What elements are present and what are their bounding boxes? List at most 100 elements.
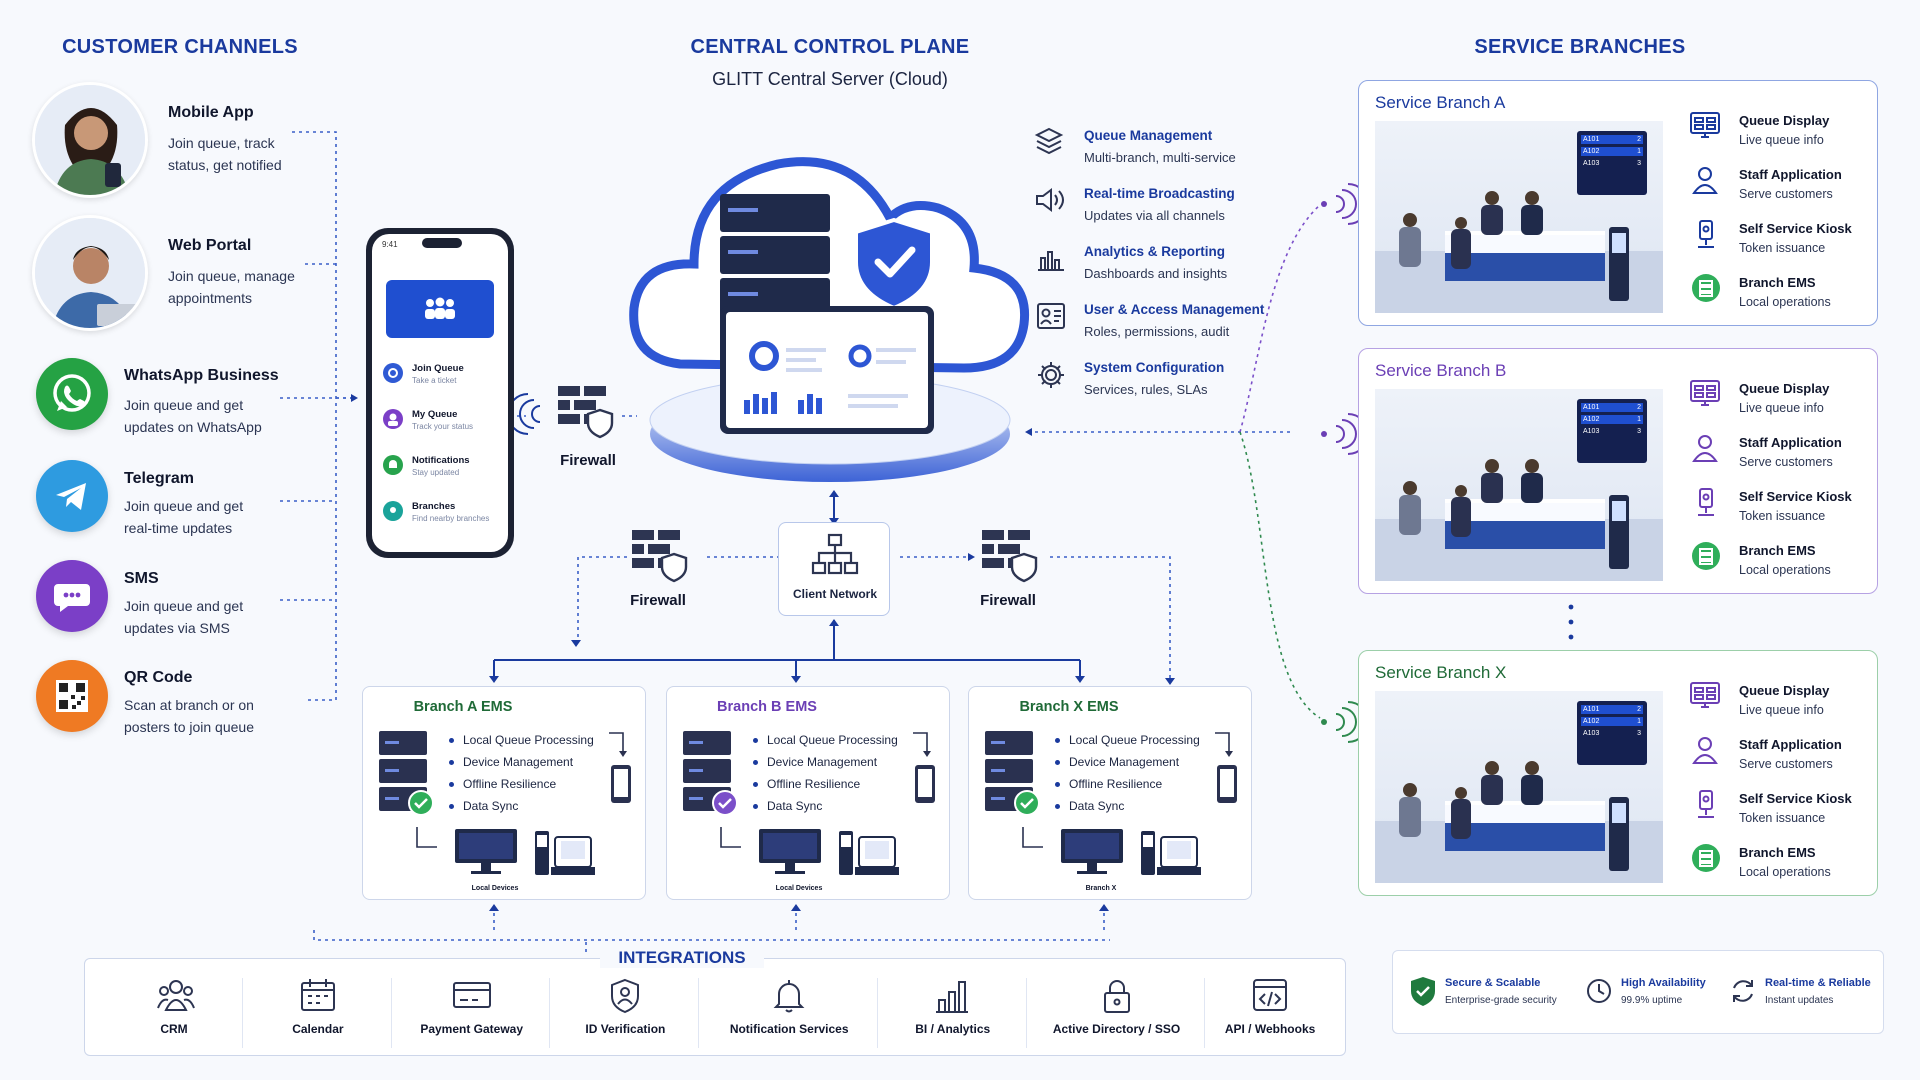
badges-panel: Secure & Scalable Enterprise-grade secur… (1392, 950, 1884, 1034)
kiosk-icon (1698, 220, 1714, 248)
client-network-box: Client Network (778, 522, 890, 616)
firewall-icon (632, 530, 688, 583)
ems-title: Branch A EMS (413, 699, 513, 715)
card-icon (452, 982, 491, 1008)
badge-desc: 99.9% uptime (1621, 995, 1683, 1006)
feature-desc: Roles, permissions, audit (1084, 324, 1230, 339)
bar-chart-icon (1038, 251, 1064, 271)
channel-title-sms: SMS (124, 570, 159, 587)
staff-icon (1692, 737, 1718, 764)
staff-icon (1692, 435, 1718, 462)
firewall-label-left: Firewall (630, 592, 686, 609)
branch-item-desc: Local operations (1739, 563, 1831, 577)
ems-feature: Offline Resilience (753, 777, 898, 791)
ems-feature-list: Local Queue Processing Device Management… (1055, 733, 1200, 821)
integration-api[interactable]: API / Webhooks (1205, 978, 1334, 1048)
phone-item-desc: Track your status (412, 422, 474, 431)
kiosk-icon (1698, 488, 1714, 516)
firewall-icon (982, 530, 1038, 583)
integration-notifications[interactable]: Notification Services (699, 978, 878, 1048)
ems-caption: Local Devices (471, 885, 519, 892)
channel-title-mobile: Mobile App (168, 104, 254, 121)
mobile-device-icon (609, 732, 631, 803)
branch-item-title: Staff Application (1739, 737, 1842, 752)
branch-title: Service Branch A (1375, 93, 1506, 112)
speaker-icon (1036, 188, 1064, 212)
badge-desc: Instant updates (1765, 995, 1834, 1006)
ems-title: Branch X EMS (1019, 699, 1119, 715)
channel-title-web: Web Portal (168, 237, 252, 254)
display-icon (1690, 112, 1720, 138)
phone-notch (422, 238, 462, 248)
ems-box-x: Branch X EMS Local Queue Processing Devi… (968, 686, 1252, 900)
gear-icon (1038, 362, 1064, 388)
branch-item-desc: Serve customers (1739, 187, 1833, 201)
calendar-icon (300, 979, 335, 1011)
feature-title: User & Access Management (1084, 302, 1265, 317)
ems-caption: Branch X (1085, 885, 1117, 892)
branch-item-title: Queue Display (1739, 113, 1830, 128)
feature-desc: Dashboards and insights (1084, 266, 1228, 281)
ems-icon (1692, 274, 1720, 302)
badge-title: Secure & Scalable (1445, 977, 1541, 989)
ems-feature: Device Management (753, 755, 898, 769)
local-devices-icon (1022, 827, 1201, 875)
pin-icon (383, 501, 403, 521)
code-icon (1253, 979, 1288, 1011)
branch-title: Service Branch X (1375, 663, 1507, 682)
branch-item-desc: Token issuance (1739, 241, 1826, 255)
branch-item-title: Self Service Kiosk (1739, 791, 1852, 806)
bell-icon (773, 980, 805, 1013)
branch-item-title: Self Service Kiosk (1739, 221, 1852, 236)
firewall-label-top: Firewall (560, 452, 616, 469)
badge-title: High Availability (1621, 977, 1706, 989)
branch-item-desc: Local operations (1739, 865, 1831, 879)
feature-desc: Updates via all channels (1084, 208, 1225, 223)
local-devices-icon (416, 827, 595, 875)
firewall-icon (558, 386, 614, 439)
branch-item-desc: Token issuance (1739, 509, 1826, 523)
service-branches-header: SERVICE BRANCHES (1474, 36, 1686, 58)
phone-time: 9:41 (382, 240, 398, 249)
people-icon (425, 297, 455, 319)
integration-label: ID Verification (585, 1022, 666, 1036)
ems-box-a: Branch A EMS Local Queue Processing Devi… (362, 686, 646, 900)
ems-feature: Data Sync (449, 799, 594, 813)
ems-box-b: Branch B EMS Local Queue Processing Devi… (666, 686, 950, 900)
integration-crm[interactable]: CRM (104, 978, 243, 1048)
feature-desc: Multi-branch, multi-service (1084, 150, 1236, 165)
ems-feature-list: Local Queue Processing Device Management… (753, 733, 898, 821)
integration-id-verification[interactable]: ID Verification (550, 978, 700, 1048)
feature-title: Queue Management (1084, 128, 1213, 143)
shield-check-icon (1411, 977, 1435, 1006)
feature-title: Analytics & Reporting (1084, 244, 1226, 259)
integration-active-directory[interactable]: Active Directory / SSO (1027, 978, 1206, 1048)
feature-title: Real-time Broadcasting (1084, 186, 1235, 201)
ems-icon (1692, 844, 1720, 872)
channel-title-whatsapp: WhatsApp Business (124, 367, 279, 384)
ems-feature: Offline Resilience (449, 777, 594, 791)
branch-item-title: Branch EMS (1739, 275, 1816, 290)
bell-icon (383, 455, 403, 475)
display-icon (1690, 682, 1720, 708)
branch-item-desc: Local operations (1739, 295, 1831, 309)
branch-item-title: Branch EMS (1739, 543, 1816, 558)
central-subtitle: GLITT Central Server (Cloud) (712, 69, 948, 89)
users-icon (1037, 303, 1065, 329)
phone-item-label: Branches (412, 501, 456, 512)
integration-payment[interactable]: Payment Gateway (392, 978, 551, 1048)
ems-caption: Local Devices (775, 885, 823, 892)
integration-bi[interactable]: BI / Analytics (878, 978, 1027, 1048)
branch-item-desc: Live queue info (1739, 401, 1824, 415)
phone-item-desc: Stay updated (412, 468, 460, 477)
ems-feature: Offline Resilience (1055, 777, 1200, 791)
phone-mockup: 9:41 Join Queue Take a ticket My Queue T… (366, 228, 514, 558)
integration-calendar[interactable]: Calendar (243, 978, 392, 1048)
server-rack-icon (379, 731, 434, 816)
